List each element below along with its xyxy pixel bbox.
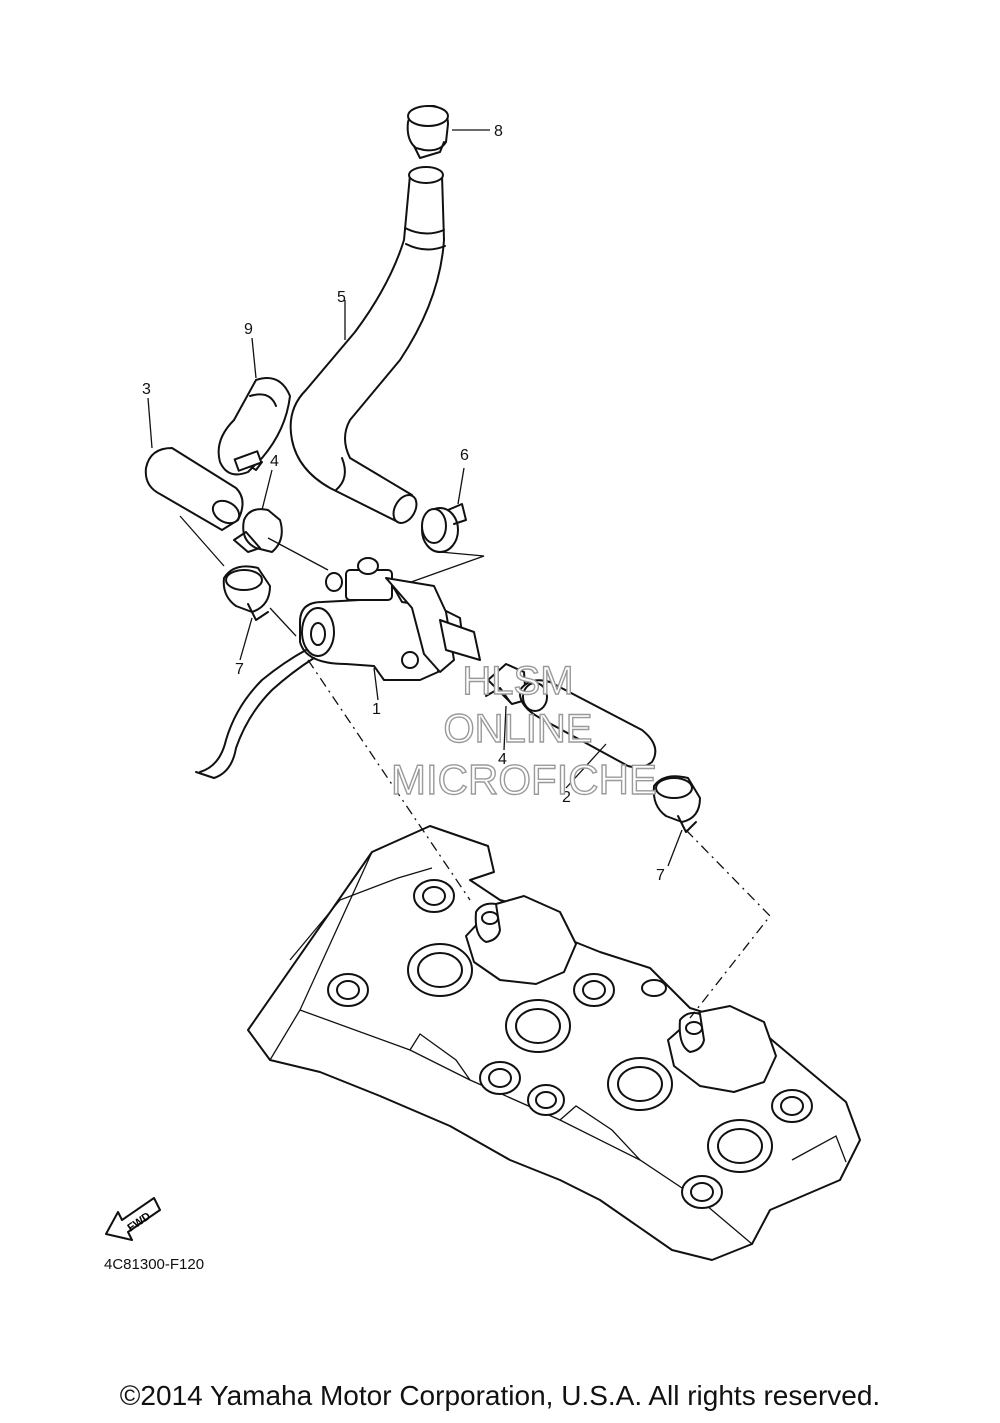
- callout-8: 8: [494, 123, 503, 140]
- callout-1: 1: [372, 701, 381, 718]
- band-clip-9: [217, 337, 291, 476]
- breather-pipe-5: [289, 166, 446, 524]
- callout-4-left: 4: [270, 453, 279, 470]
- hose-clamp-7-left: [222, 565, 271, 661]
- cylinder-head-cover: [247, 825, 861, 1261]
- callout-9: 9: [244, 321, 253, 338]
- callout-7-right: 7: [656, 867, 665, 884]
- callout-3: 3: [142, 381, 151, 398]
- callout-5: 5: [337, 289, 346, 306]
- hose-2: [518, 679, 657, 789]
- hose-3: [144, 397, 244, 531]
- copyright-notice: ©2014 Yamaha Motor Corporation, U.S.A. A…: [119, 1380, 881, 1411]
- diagram-code: 4C81300-F120: [104, 1256, 205, 1273]
- watermark-line-2: ONLINE: [444, 707, 593, 751]
- watermark: HLSM ONLINE MICROFICHE: [390, 658, 657, 803]
- watermark-line-1: HLSM: [462, 659, 573, 703]
- callout-6: 6: [460, 447, 469, 464]
- hose-clamp-8: [406, 105, 490, 159]
- hose-clamp-4-left: [233, 469, 283, 553]
- callout-7-left: 7: [235, 661, 244, 678]
- callout-4-right: 4: [498, 751, 507, 768]
- watermark-line-3: MICROFICHE: [391, 756, 657, 803]
- hose-clamp-7-right: [652, 775, 701, 867]
- air-cut-valve-1: [299, 557, 481, 701]
- hose-clamp-6: [399, 467, 485, 587]
- fwd-arrow-icon: FWD: [105, 1197, 161, 1241]
- callout-2: 2: [562, 789, 571, 806]
